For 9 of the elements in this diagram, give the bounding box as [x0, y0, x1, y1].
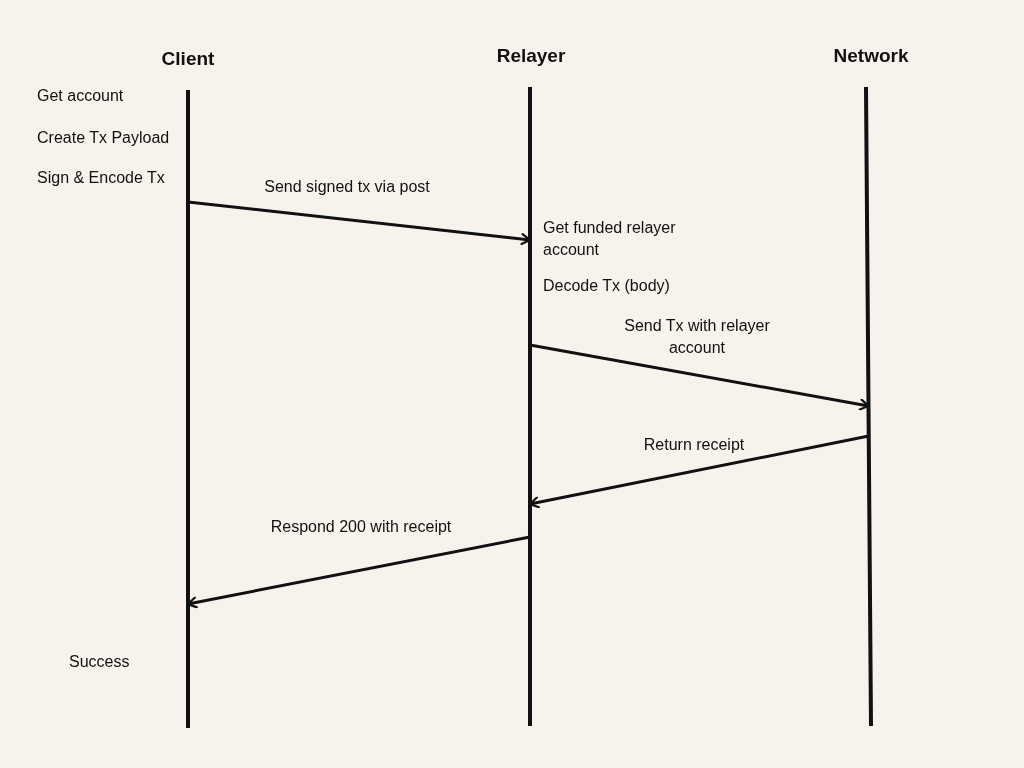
- step-note: Get funded relayer account: [543, 218, 677, 260]
- step-note: Sign & Encode Tx: [37, 168, 165, 188]
- step-note: Success: [69, 652, 130, 672]
- step-note: Decode Tx (body): [543, 276, 670, 296]
- step-note: Get account: [37, 86, 124, 106]
- step-note: Create Tx Payload: [37, 128, 170, 148]
- participant-label: Relayer: [496, 45, 566, 67]
- participant-label: Network: [833, 45, 909, 67]
- participant-label: Client: [161, 48, 215, 70]
